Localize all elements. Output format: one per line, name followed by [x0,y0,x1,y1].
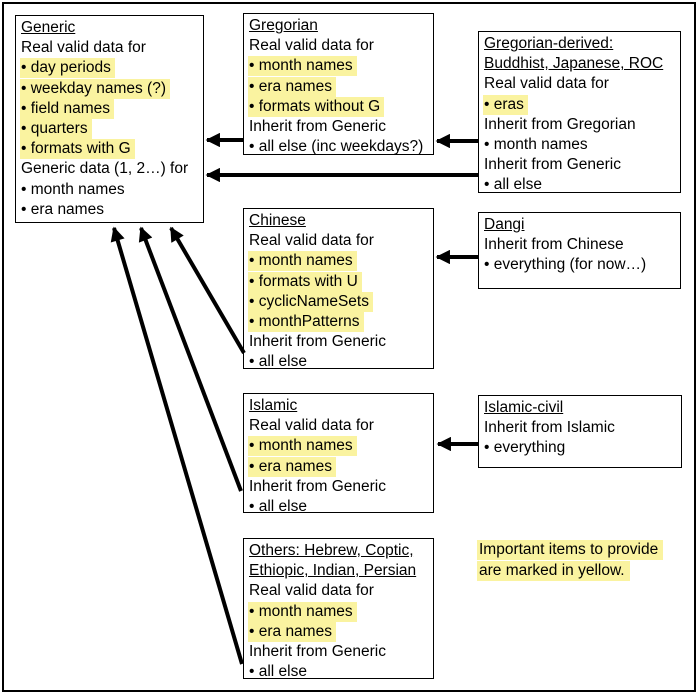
box-line: Generic data (1, 2…) for [21,160,189,178]
box-line-highlighted: • monthPatterns [248,311,364,332]
box-line-highlighted: • quarters [20,118,92,139]
box-line: • everything [484,439,566,457]
box-line: • all else [484,176,542,194]
box-line: Real valid data for [249,417,374,435]
box-line-highlighted: • formats with G [20,139,135,160]
box-title: Generic [21,19,76,36]
box-line: Inherit from Generic [249,117,386,135]
box-line-highlighted: • era names [248,456,336,477]
box-line-highlighted: • month names [248,56,357,77]
box-line-highlighted: • day periods [20,58,115,79]
box-line: Real valid data for [249,582,374,600]
box-line-highlighted: • weekday names (?) [20,78,170,99]
box-title: Others: Hebrew, Coptic, [249,542,414,559]
box-line: • all else [249,353,307,371]
box-line-highlighted: • era names [248,76,336,97]
box-title: Gregorian [249,17,318,34]
box-line: Inherit from Generic [249,642,386,660]
box-others: Others: Hebrew, Coptic, Ethiopic, Indian,… [243,538,434,681]
box-line-highlighted: • month names [248,601,357,622]
box-line: • everything (for now…) [484,256,647,274]
box-line-highlighted: • formats with U [248,271,362,292]
yellow-legend-note: Important items to provide are marked in… [477,540,664,581]
box-line: Inherit from Gregorian [484,115,636,133]
box-title: Islamic-civil [484,399,564,416]
box-line: • era names [21,200,104,218]
box-line: Real valid data for [249,37,374,55]
box-line-highlighted: • cyclicNameSets [248,291,373,312]
box-line-highlighted: • era names [248,621,336,642]
box-line: Real valid data for [484,75,609,93]
box-title: Buddhist, Japanese, ROC [484,55,664,73]
box-line: Inherit from Generic [249,477,386,495]
box-line: Inherit from Generic [249,333,386,351]
box-title: Ethiopic, Indian, Persian [249,562,417,580]
box-line: • all else (inc weekdays?) [249,138,424,156]
box-line: • month names [484,135,588,153]
box-line-highlighted: • eras [483,94,528,115]
box-line-highlighted: • month names [248,251,357,272]
box-line: • all else [249,497,307,515]
box-title: Chinese [249,212,306,229]
box-line: • all else [249,663,307,681]
box-line: • month names [21,180,125,198]
box-line: Inherit from Chinese [484,236,624,254]
note-line-2: are marked in yellow. [477,560,630,581]
box-line-highlighted: • formats without G [248,96,385,117]
box-title: Dangi [484,216,525,233]
box-line: Inherit from Generic [484,156,621,174]
box-gregorian-derived: Gregorian-derived: Buddhist, Japanese, RO… [478,31,681,193]
box-title: Gregorian-derived: [484,35,614,52]
box-line: Inherit from Islamic [484,419,615,437]
box-line-highlighted: • month names [248,436,357,457]
box-line-highlighted: • field names [20,98,114,119]
box-line: Real valid data for [249,232,374,250]
box-line: Real valid data for [21,39,146,57]
note-line-1: Important items to provide [477,540,664,560]
box-title: Islamic [249,397,298,414]
